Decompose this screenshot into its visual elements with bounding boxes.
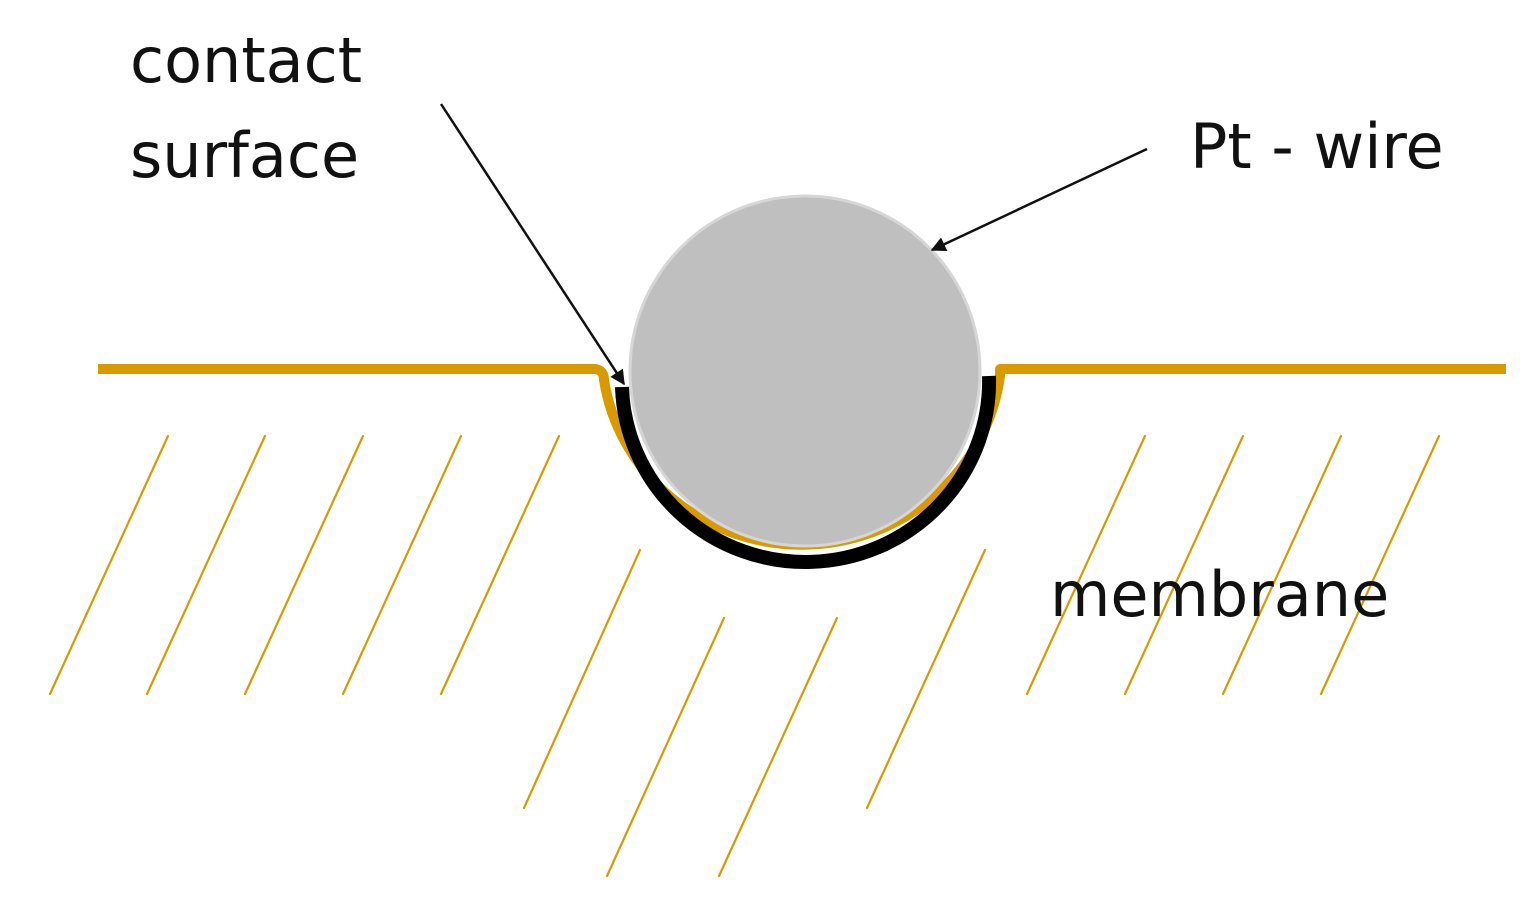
membrane-label: membrane [1050,558,1389,631]
pt-wire-arrow [930,147,1148,252]
contact-surface-layer [615,375,997,569]
hatch-line [865,548,987,810]
hatch-line [145,434,267,696]
hatch-line [1221,434,1343,696]
hatch-line [48,434,170,696]
pt-wire-label: Pt - wire [1190,110,1444,183]
membrane-hatching [48,434,1441,878]
contact-surface-arrow [439,103,626,386]
hatch-line [1319,434,1441,696]
hatch-line [605,616,726,878]
hatch-line [717,616,839,878]
contact-surface-label-line1: contact [130,24,362,97]
hatch-line [439,434,561,696]
hatch-line [341,434,463,696]
contact-surface-label-line2: surface [130,119,359,192]
hatch-line [1025,434,1147,696]
pt-wire-circle [628,194,982,548]
hatch-line [243,434,365,696]
hatch-line [522,548,642,810]
hatch-line [1123,434,1245,696]
